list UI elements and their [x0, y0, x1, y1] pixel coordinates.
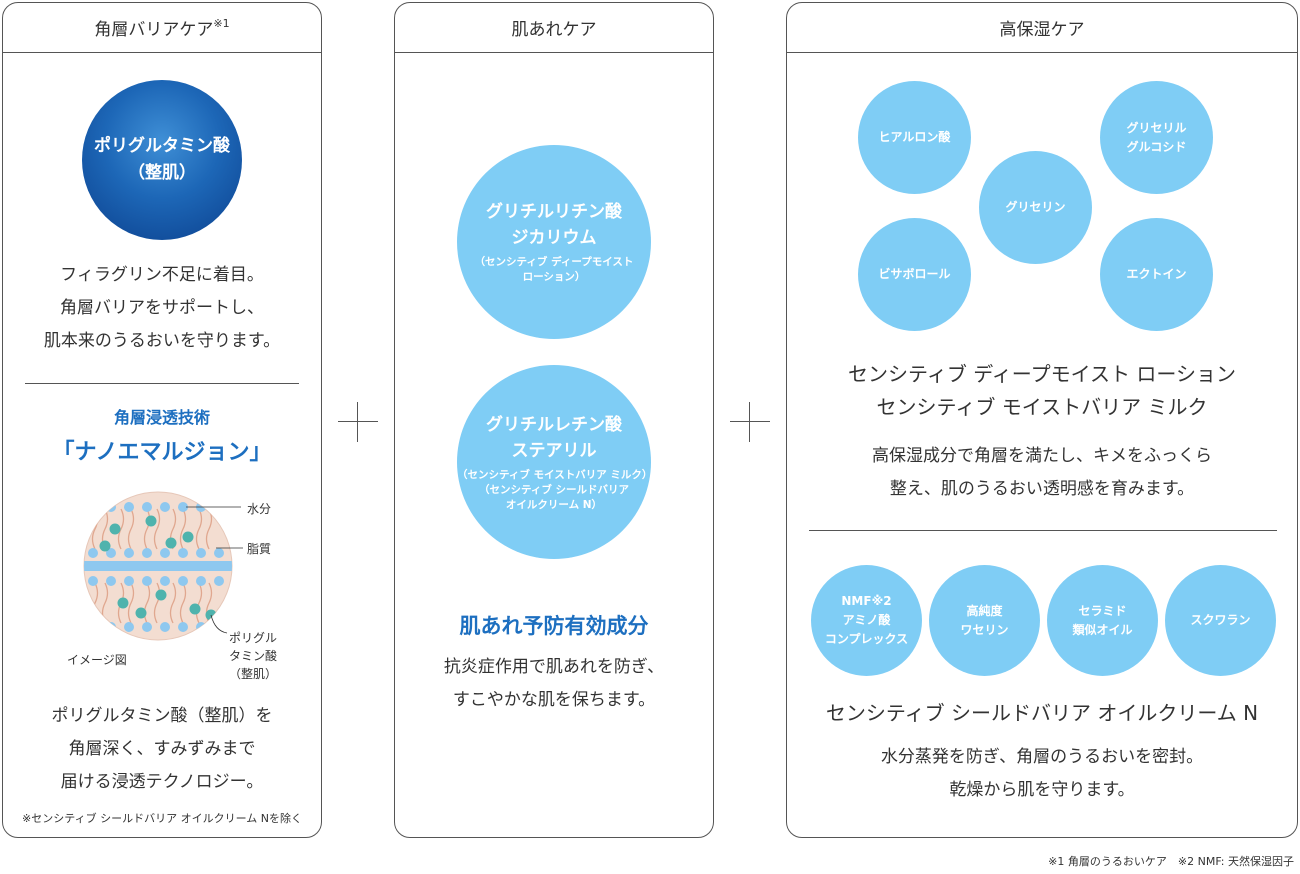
rough-skin-description: 抗炎症作用で肌あれを防ぎ、 すこやかな肌を保ちます。	[395, 651, 713, 717]
plus-icon	[338, 402, 378, 442]
lipid-label: 脂質	[247, 542, 272, 556]
ingredient-ectoin: エクトイン	[1100, 218, 1213, 331]
moisture-description-1: 高保湿成分で角層を満たし、キメをふっくら 整え、肌のうるおい透明感を育みます。	[787, 440, 1297, 506]
desc-line: 角層バリアをサポートし、	[60, 298, 264, 318]
rough-skin-heading: 肌あれ予防有効成分	[459, 614, 649, 638]
label-line: タミン酸	[229, 649, 278, 663]
nano-emulsion-diagram	[83, 491, 319, 641]
divider	[809, 530, 1277, 531]
ingredient-name: ステアリル	[511, 440, 597, 461]
ingredient-label: グリセリン	[1005, 200, 1066, 214]
ingredient-glyceryl-glucoside: グリセリル グルコシド	[1100, 81, 1213, 194]
panel-header: 肌あれケア	[395, 3, 713, 53]
barrier-care-panel: 角層バリアケア※1 ポリグルタミン酸 （整肌） フィラグリン不足に着目。 角層バ…	[2, 2, 322, 838]
ingredient-product: オイルクリーム N）	[505, 498, 603, 511]
ingredient-product: （センシティブ シールドバリア	[478, 483, 630, 496]
high-moisture-care-panel: 高保湿ケア ヒアルロン酸 グリセリル グルコシド グリセリン ビサボロール エク…	[786, 2, 1298, 838]
desc-line: 届ける浸透テクノロジー。	[60, 772, 264, 792]
panel-header: 高保湿ケア	[787, 3, 1297, 53]
ingredient-name: ジカリウム	[511, 228, 597, 248]
desc-line: 高保湿成分で角層を満たし、キメをふっくら	[872, 446, 1212, 466]
ingredient-ceramide-like-oil: セラミド 類似オイル	[1047, 565, 1158, 676]
desc-line: 角層深く、すみずみまで	[68, 739, 256, 759]
desc-line: ポリグルタミン酸（整肌）を	[51, 706, 273, 726]
product-oil-cream: センシティブ シールドバリア オイルクリーム N	[825, 701, 1259, 725]
polyglutamic-acid-orb: ポリグルタミン酸 （整肌）	[82, 80, 242, 240]
moisture-description-2: 水分蒸発を防ぎ、角層のうるおいを密封。 乾燥から肌を守ります。	[787, 741, 1297, 807]
ingredient-circle-glycyrrhetinate: グリチルレチン酸 ステアリル （センシティブ モイストバリア ミルク） （センシ…	[457, 365, 653, 559]
tech-title-line-2: 「ナノエマルジョン」	[52, 440, 272, 465]
stratum-corneum-illustration	[83, 491, 243, 641]
ingredient-label: NMF※2	[841, 594, 892, 608]
ingredient-label: コンプレックス	[824, 632, 909, 646]
ingredient-squalane: スクワラン	[1165, 565, 1276, 676]
ingredient-label: エクトイン	[1126, 267, 1187, 281]
ingredient-label: グリセリル	[1126, 120, 1187, 135]
ingredient-product: （センシティブ モイストバリア ミルク）	[457, 468, 653, 481]
label-line: ポリグル	[229, 631, 278, 645]
label-line: （整肌）	[229, 667, 278, 681]
products-lotion-milk: センシティブ ディープモイスト ローション センシティブ モイストバリア ミルク	[787, 358, 1297, 424]
product-line: センシティブ ディープモイスト ローション	[848, 362, 1236, 386]
desc-line: フィラグリン不足に着目。	[60, 265, 264, 285]
ingredient-glycerin: グリセリン	[979, 151, 1092, 264]
panel-title: 角層バリアケア	[94, 20, 214, 40]
exclusion-note: ※センシティブ シールドバリア オイルクリーム Nを除く	[22, 812, 302, 825]
desc-line: 乾燥から肌を守ります。	[949, 780, 1135, 800]
ingredient-bisabolol: ビサボロール	[858, 218, 971, 331]
tech-title-line-1: 角層浸透技術	[113, 408, 210, 427]
technology-description: ポリグルタミン酸（整肌）を 角層深く、すみずみまで 届ける浸透テクノロジー。	[3, 700, 321, 799]
footnote: ※1 角層のうるおいケア ※2 NMF: 天然保湿因子	[1048, 855, 1294, 868]
ingredient-label: ビサボロール	[878, 267, 951, 281]
ingredient-label: セラミド	[1078, 603, 1127, 618]
footnote-mark: ※1	[213, 17, 230, 30]
divider	[25, 383, 299, 384]
desc-line: 抗炎症作用で肌あれを防ぎ、	[443, 657, 665, 677]
ingredient-nmf-amino-acid-complex: NMF※2 アミノ酸 コンプレックス	[811, 565, 922, 676]
panel-header: 角層バリアケア※1	[3, 3, 321, 53]
desc-line: すこやかな肌を保ちます。	[452, 690, 656, 710]
ingredient-label: スクワラン	[1190, 613, 1251, 627]
desc-line: 水分蒸発を防ぎ、角層のうるおいを密封。	[880, 747, 1204, 767]
ingredient-petrolatum: 高純度 ワセリン	[929, 565, 1040, 676]
water-label: 水分	[247, 502, 272, 516]
ingredient-label: グルコシド	[1126, 139, 1187, 154]
polyglutamic-label: ポリグル タミン酸 （整肌）	[229, 629, 277, 683]
ingredient-label: アミノ酸	[842, 613, 891, 627]
ingredient-label: ワセリン	[960, 622, 1009, 637]
ingredient-hyaluronic-acid: ヒアルロン酸	[858, 81, 971, 194]
product-line: センシティブ モイストバリア ミルク	[876, 395, 1208, 419]
orb-line-1: ポリグルタミン酸	[94, 136, 230, 156]
ingredient-label: 類似オイル	[1072, 622, 1133, 637]
ingredient-circle-glycyrrhizinate: グリチルリチン酸 ジカリウム （センシティブ ディープモイスト ローション）	[457, 145, 651, 339]
rough-skin-care-panel: 肌あれケア グリチルリチン酸 ジカリウム （センシティブ ディープモイスト ロー…	[394, 2, 714, 838]
ingredient-label: ヒアルロン酸	[878, 130, 951, 144]
panel-title: 肌あれケア	[511, 20, 597, 40]
desc-line: 整え、肌のうるおい透明感を育みます。	[889, 479, 1195, 499]
image-caption: イメージ図	[67, 653, 127, 667]
ingredient-product: （センシティブ ディープモイスト	[474, 256, 634, 268]
desc-line: 肌本来のうるおいを守ります。	[43, 331, 281, 351]
plus-icon	[730, 402, 770, 442]
barrier-description: フィラグリン不足に着目。 角層バリアをサポートし、 肌本来のうるおいを守ります。	[3, 259, 321, 358]
ingredient-label: 高純度	[966, 603, 1003, 618]
ingredient-name: グリチルリチン酸	[486, 202, 622, 222]
ingredient-product: ローション）	[522, 271, 586, 283]
technology-title: 角層浸透技術 「ナノエマルジョン」	[3, 407, 321, 471]
orb-line-2: （整肌）	[128, 163, 196, 183]
ingredient-name: グリチルレチン酸	[486, 414, 622, 435]
panel-title: 高保湿ケア	[999, 20, 1085, 40]
